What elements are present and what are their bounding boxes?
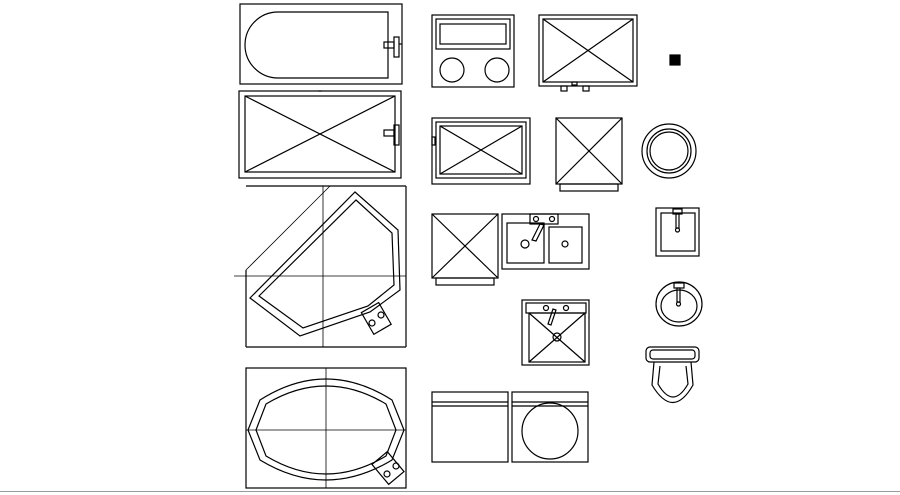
cooktop-icon bbox=[431, 14, 515, 88]
refrigerator-icon bbox=[538, 14, 638, 92]
washer-icon bbox=[431, 391, 509, 463]
dishwasher-icon bbox=[431, 117, 531, 185]
bottom-rule bbox=[0, 491, 900, 492]
bathtub-rectangular-icon bbox=[238, 90, 402, 179]
square-cabinet-icon bbox=[555, 117, 623, 192]
bathtub-rounded-icon bbox=[239, 3, 403, 85]
dryer-icon bbox=[511, 391, 589, 463]
base-cabinet-icon bbox=[431, 213, 499, 286]
corner-tub-icon bbox=[234, 185, 407, 348]
toilet-icon bbox=[645, 346, 700, 403]
bar-sink-icon bbox=[521, 299, 590, 366]
square-lavatory-icon bbox=[655, 207, 700, 257]
round-lavatory-icon bbox=[641, 123, 697, 179]
oval-tub-icon bbox=[245, 367, 407, 489]
oval-lavatory-icon bbox=[655, 281, 703, 327]
double-sink-icon bbox=[501, 213, 590, 270]
small-square-marker-icon bbox=[669, 54, 681, 66]
